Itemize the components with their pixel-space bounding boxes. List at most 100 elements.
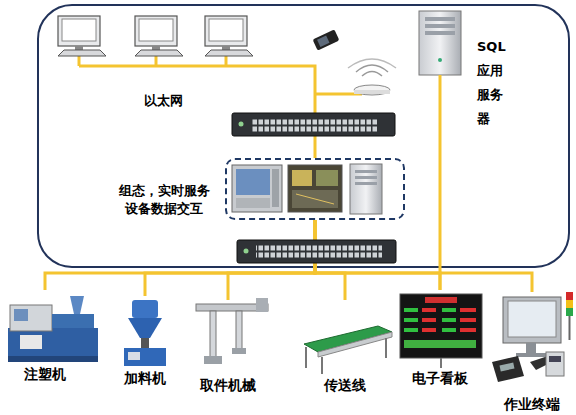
access-point [362, 72, 382, 77]
injection-molding-machine [52, 314, 94, 328]
node-label: SQL 应用 服务 器 [477, 35, 515, 131]
device-node: 加料机 [115, 296, 175, 386]
node-label: 取件机械 [168, 377, 288, 393]
injection-molding-machine [8, 356, 98, 362]
control-cabinet [292, 190, 338, 208]
server-tower [355, 182, 377, 185]
injection-molding-machine [70, 296, 84, 314]
pc-icon [75, 46, 83, 50]
electronic-board [404, 318, 418, 322]
electronic-board [442, 308, 456, 312]
electronic-board [422, 308, 436, 312]
device-node: 取件机械 [188, 300, 268, 393]
network-switch [232, 113, 395, 136]
work-terminal [492, 292, 573, 382]
network-switch [237, 240, 396, 263]
pc-icon [135, 50, 183, 56]
server-tower [350, 164, 382, 214]
server-tower [355, 176, 377, 179]
hmi-panel [236, 198, 270, 208]
server-tower [355, 170, 377, 173]
electronic-board [422, 328, 436, 332]
electronic-board [460, 318, 476, 322]
server-tower [425, 24, 455, 28]
network-switch [239, 122, 244, 127]
network-switch [256, 245, 382, 259]
work-terminal [516, 353, 546, 357]
electronic-board [442, 328, 456, 332]
network-switch [244, 249, 249, 254]
hmi-panel [232, 165, 282, 212]
server-tower [425, 17, 455, 21]
pc-icon [135, 16, 183, 56]
pickup-robot [256, 298, 268, 312]
electronic-board [422, 318, 436, 322]
work-terminal [566, 300, 573, 308]
access-point [348, 59, 396, 68]
injection-molding-machine [20, 335, 42, 349]
auto-loader [124, 300, 166, 366]
electronic-board [425, 297, 457, 303]
service-group: 组态，实时服务 设备数据交互 [225, 158, 405, 220]
hmi-panel [232, 165, 282, 212]
electronic-board [460, 308, 476, 312]
electronic-board [404, 340, 476, 348]
node-label: 作业终端 [470, 396, 576, 412]
network-switch [252, 118, 378, 132]
ethernet-wire [79, 56, 362, 158]
electronic-board [440, 358, 442, 368]
pickup-robot [210, 311, 216, 359]
work-terminal [549, 356, 561, 362]
control-cabinet [288, 165, 342, 212]
pc-icon [58, 50, 106, 56]
pda-icon [317, 36, 329, 47]
pc-icon [205, 16, 253, 56]
pc-icon [205, 50, 253, 56]
network-switch [232, 113, 395, 136]
pda-icon [313, 29, 340, 50]
conveyor [321, 357, 323, 374]
network-frame [38, 5, 569, 267]
work-terminal [526, 343, 536, 353]
network-switch [237, 240, 396, 263]
electronic-board [400, 294, 482, 358]
auto-loader [128, 352, 140, 360]
conveyor [385, 338, 387, 358]
injection-molding-machine [10, 305, 52, 331]
access-point [354, 90, 390, 94]
pc-icon [209, 19, 243, 41]
electronic-board [400, 294, 482, 368]
pickup-robot [196, 298, 268, 364]
server-tower [419, 11, 461, 75]
node-label: 组态，实时服务 设备数据交互 [116, 182, 212, 218]
work-terminal [508, 301, 556, 337]
device-node: 电子看板 [395, 290, 485, 386]
pc-icon [58, 16, 106, 56]
work-terminal [503, 297, 561, 343]
bus-wire [439, 75, 442, 290]
pc-icon [205, 16, 247, 46]
hmi-panel [236, 169, 270, 195]
device-node: 传送线 [300, 300, 390, 393]
electronic-board [404, 308, 418, 312]
pc-icon [62, 19, 96, 41]
server-tower [419, 11, 461, 75]
node-label: 传送线 [280, 377, 410, 393]
node-label: 加料机 [95, 370, 195, 386]
control-cabinet [296, 194, 334, 204]
server-tower [438, 58, 442, 62]
control-cabinet [316, 170, 338, 186]
injection-molding-machine [8, 328, 98, 358]
injection-molding-machine [14, 309, 28, 321]
conveyor [304, 326, 392, 374]
pickup-robot [204, 356, 222, 364]
pc-icon [139, 19, 173, 41]
server-tower [425, 31, 455, 35]
server-node: SQL 应用 服务 器 [419, 11, 461, 75]
hmi-panel [272, 169, 279, 207]
work-terminal [566, 292, 573, 300]
